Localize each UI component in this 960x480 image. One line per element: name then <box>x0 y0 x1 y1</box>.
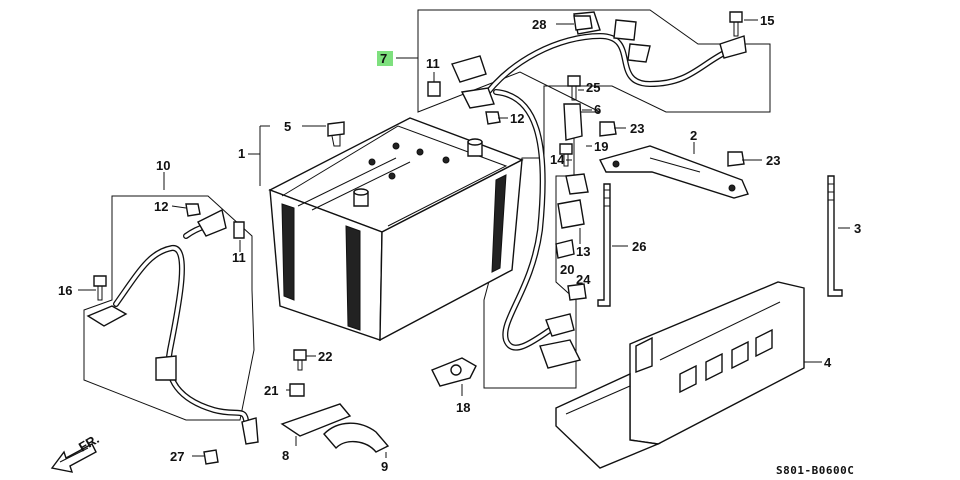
callout-16: 16 <box>58 283 72 298</box>
callout-24: 24 <box>576 272 591 287</box>
callout-14: 14 <box>550 152 565 167</box>
callout-10: 10 <box>156 158 170 173</box>
callout-23-upper: 23 <box>630 121 644 136</box>
callout-21: 21 <box>264 383 278 398</box>
callout-27: 27 <box>170 449 184 464</box>
callout-22: 22 <box>318 349 332 364</box>
callout-28: 28 <box>532 17 546 32</box>
callout-1: 1 <box>238 146 245 161</box>
callouts: 7 1 2 3 4 5 6 8 9 10 11 11 12 12 13 14 1… <box>58 13 861 474</box>
callout-20: 20 <box>560 262 574 277</box>
leader-lines <box>78 19 850 458</box>
callout-13: 13 <box>576 244 590 259</box>
callout-18: 18 <box>456 400 470 415</box>
positive-cable <box>451 11 747 369</box>
callout-5: 5 <box>284 119 291 134</box>
callout-6: 6 <box>594 102 601 117</box>
callout-12-upper: 12 <box>510 111 524 126</box>
callout-25: 25 <box>586 80 600 95</box>
negative-cable <box>83 195 259 445</box>
callout-23-lower: 23 <box>766 153 780 168</box>
callout-7-highlight <box>377 51 393 66</box>
callout-7: 7 <box>380 51 387 66</box>
callout-15: 15 <box>760 13 774 28</box>
callout-4: 4 <box>824 355 832 370</box>
hold-down-bracket <box>598 145 749 199</box>
callout-2: 2 <box>690 128 697 143</box>
battery-rods <box>597 175 843 307</box>
callout-12-lower: 12 <box>154 199 168 214</box>
callout-8: 8 <box>282 448 289 463</box>
callout-3: 3 <box>854 221 861 236</box>
battery-tray <box>555 281 805 469</box>
callout-11-lower: 11 <box>232 250 246 265</box>
callout-26: 26 <box>632 239 646 254</box>
hardware <box>93 11 745 465</box>
callout-9: 9 <box>381 459 388 474</box>
diagram-code: S801-B0600C <box>776 464 854 477</box>
callout-11-upper: 11 <box>426 56 440 71</box>
cable-group-7-outline <box>417 9 771 389</box>
callout-19: 19 <box>594 139 608 154</box>
front-direction-arrow: FR. <box>50 431 102 473</box>
battery <box>268 117 524 342</box>
